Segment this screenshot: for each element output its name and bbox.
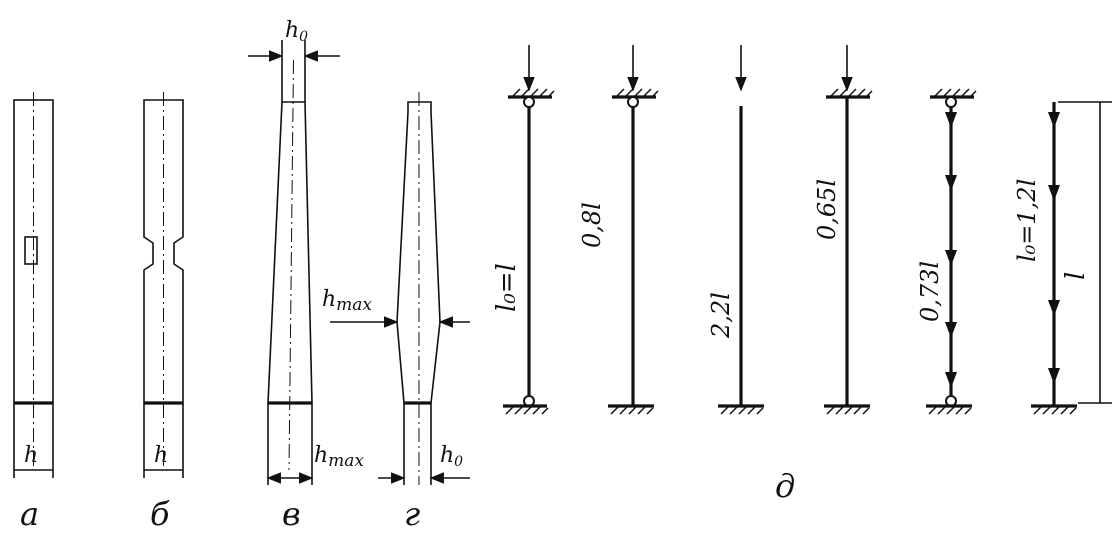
load-arrowhead [945,112,957,128]
label-h-b: h [154,443,168,468]
hatch-bottom [610,405,654,415]
scheme-column-3: 2,2l [707,45,764,415]
hinge-top [627,96,639,108]
label-c4: 0,65l [813,179,841,240]
panel-v: h0 hmax в [248,18,364,533]
hinge-top [945,96,957,108]
scheme-column-6: l₀=1,2l l [1013,101,1112,415]
panel-label-v: в [282,495,301,533]
hatch-top [933,88,977,98]
load-arrowhead [1048,112,1060,128]
hatch-top [511,88,555,98]
load-arrowhead [1048,185,1060,201]
load-arrowhead [945,322,957,338]
hatch-bottom [826,405,870,415]
scheme-column-1: l₀=l [492,45,555,415]
hatch-bottom [928,405,972,415]
panel-label-b: б [150,495,170,533]
label-h0-g: h0 [440,443,463,470]
panel-label-a: а [20,495,39,533]
label-c3: 2,2l [707,292,735,339]
label-hmax-g: hmax [322,287,372,315]
label-l0-c1: l₀=l [492,263,522,312]
hatch-bottom [720,405,764,415]
column-v-axis [288,59,294,471]
label-c6: l₀=1,2l [1013,179,1041,262]
load-arrowhead [945,175,957,191]
panel-label-g: г [404,495,420,533]
hatch-bottom [505,405,549,415]
hatch-top [829,88,873,98]
label-length-c6: l [1061,272,1091,280]
panel-a: h а [13,92,54,533]
panel-b: h б [143,92,184,533]
panel-g: hmax h0 г [322,92,470,533]
label-hmax-v: hmax [314,443,364,471]
scheme-column-4: 0,65l [813,45,873,415]
label-c2: 0,8l [578,202,606,248]
hinge-top [523,96,535,108]
label-h0-v: h0 [285,18,308,45]
label-c5: 0,73l [916,261,944,322]
scheme-column-2: 0,8l [578,45,659,415]
load-arrowhead [945,250,957,266]
column-a-opening [24,236,38,265]
label-h-a: h [24,443,38,468]
panel-d: l₀=l 0,8l 2,2l [492,45,1112,505]
scheme-column-5: 0,73l [916,88,977,415]
hatch-top [615,88,659,98]
panel-label-d: д [775,467,795,505]
load-arrowhead [1048,300,1060,316]
hatch-bottom [1033,405,1077,415]
load-arrowhead [1048,368,1060,384]
load-arrowhead [945,372,957,388]
